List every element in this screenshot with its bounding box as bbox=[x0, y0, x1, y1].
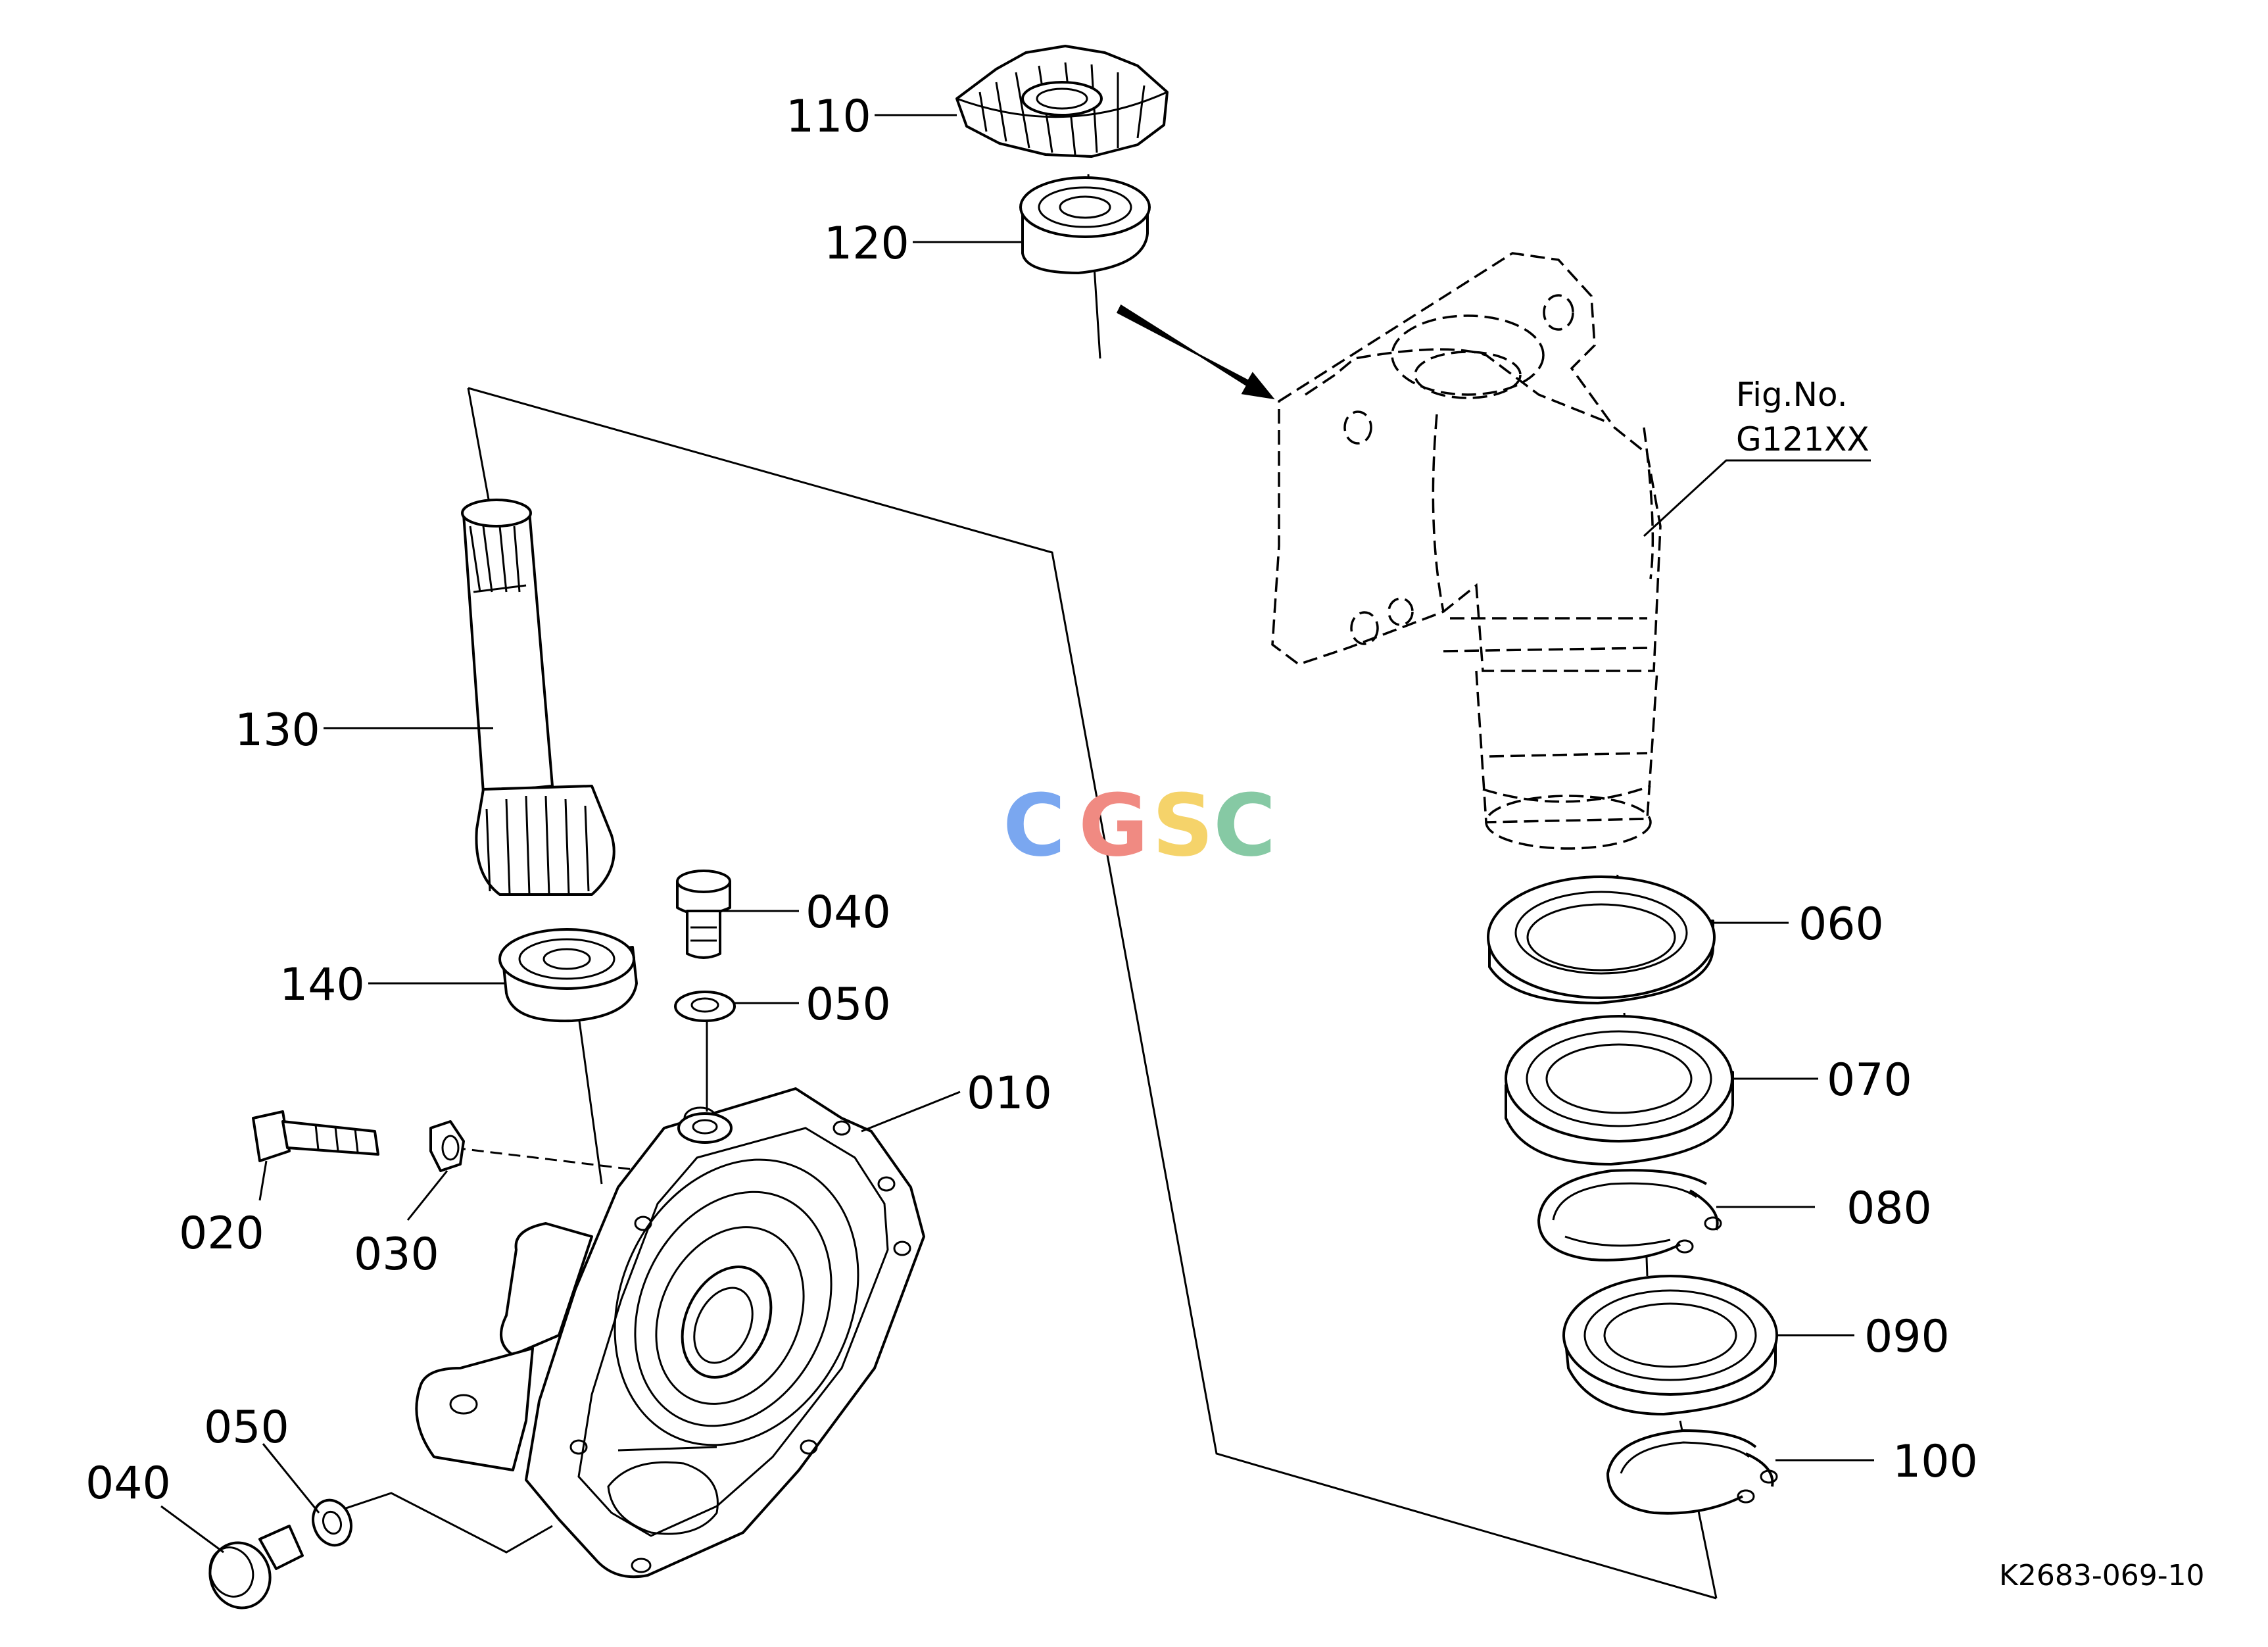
circlip-080 bbox=[1537, 1169, 1722, 1262]
callout-130: 130 bbox=[235, 704, 320, 756]
watermark-letter-3: S bbox=[1152, 775, 1214, 875]
nut-030 bbox=[429, 1120, 465, 1172]
figure-ref-line2: G121XX bbox=[1736, 420, 1870, 458]
callout-050-bottom: 050 bbox=[204, 1402, 289, 1454]
callout-030: 030 bbox=[354, 1229, 439, 1281]
plug-040-top bbox=[676, 870, 731, 959]
plug-040-bottom bbox=[208, 1525, 304, 1610]
bearing-120 bbox=[1019, 176, 1151, 274]
callout-040-bottom: 040 bbox=[85, 1458, 171, 1510]
gear-case-010 bbox=[415, 1087, 925, 1579]
callout-120: 120 bbox=[824, 218, 909, 270]
watermark-letter-4: C bbox=[1213, 775, 1276, 875]
drawing-code: K2683-069-10 bbox=[1999, 1559, 2205, 1592]
callout-080: 080 bbox=[1846, 1183, 1932, 1235]
callout-labels: 110 120 130 140 040 050 010 020 030 050 … bbox=[85, 91, 1978, 1510]
callout-110: 110 bbox=[786, 91, 871, 143]
bearing-090 bbox=[1562, 1275, 1778, 1415]
arrow-icon bbox=[1117, 304, 1275, 400]
callout-040-top: 040 bbox=[806, 887, 891, 939]
washer-050-bottom bbox=[312, 1498, 352, 1547]
figure-reference: Fig.No. G121XX bbox=[1736, 376, 1870, 458]
watermark-letter-2: G bbox=[1078, 775, 1149, 875]
callout-010: 010 bbox=[967, 1068, 1052, 1119]
callout-070: 070 bbox=[1827, 1054, 1912, 1106]
oil-seal-060 bbox=[1487, 875, 1716, 1004]
callout-140: 140 bbox=[279, 959, 365, 1011]
watermark-letter-1: C bbox=[1003, 775, 1065, 875]
callout-020: 020 bbox=[179, 1208, 264, 1260]
callout-090: 090 bbox=[1864, 1311, 1950, 1363]
leader-lines bbox=[160, 114, 1874, 1554]
figure-ref-line1: Fig.No. bbox=[1736, 376, 1848, 414]
callout-050-top: 050 bbox=[806, 979, 891, 1031]
callout-100: 100 bbox=[1893, 1436, 1978, 1488]
reference-housing-g121xx bbox=[1271, 252, 1662, 850]
watermark-logo: C G S C bbox=[1003, 775, 1276, 875]
pinion-shaft-130 bbox=[461, 499, 615, 896]
bearing-140 bbox=[498, 928, 638, 1023]
bevel-gear-110 bbox=[955, 45, 1169, 158]
circlip-100 bbox=[1606, 1429, 1778, 1515]
bolt-020 bbox=[252, 1110, 379, 1162]
washer-050-top bbox=[674, 991, 736, 1022]
bearing-070 bbox=[1505, 1015, 1734, 1166]
callout-060: 060 bbox=[1798, 898, 1884, 950]
